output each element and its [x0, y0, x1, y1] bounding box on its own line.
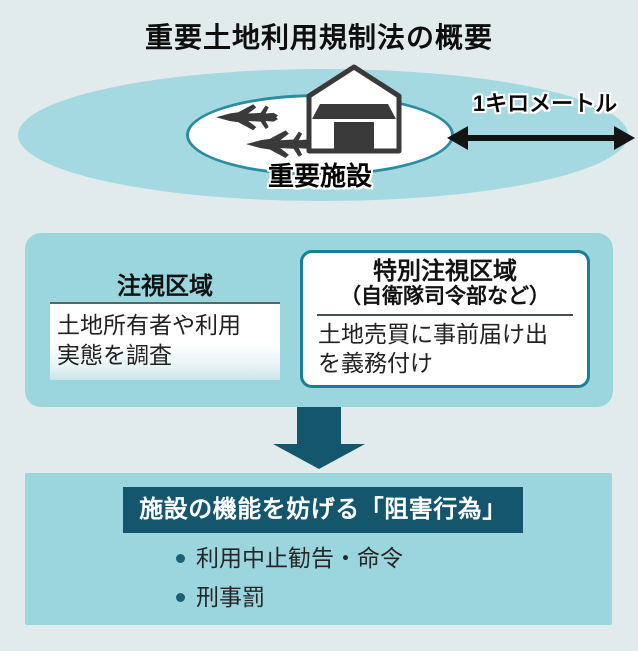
watch-zone-description-line: 実態を調査	[57, 342, 172, 368]
facility-ellipse	[186, 94, 454, 176]
down-arrow-shaft	[297, 407, 341, 445]
bullet-icon	[176, 553, 185, 563]
obstruction-panel: 施設の機能を妨げる「阻害行為」 利用中止勧告・命令 刑事罰	[25, 473, 612, 625]
special-watch-zone-description-line: 土地売買に事前届け出	[318, 321, 548, 347]
special-watch-zone-description: 土地売買に事前届け出 を義務付け	[303, 320, 587, 378]
facility-label: 重要施設	[267, 161, 372, 191]
distance-label: 1キロメートル	[472, 91, 618, 116]
list-item: 刑事罰	[176, 584, 265, 610]
bullet-icon	[176, 592, 185, 602]
list-item: 利用中止勧告・命令	[176, 545, 403, 571]
special-watch-zone-subheading: （自衛隊司令部など）	[340, 285, 550, 308]
divider	[317, 314, 573, 316]
fighter-jet-icon	[216, 104, 278, 131]
watch-zone-description-line: 土地所有者や利用	[57, 312, 241, 338]
obstruction-heading: 施設の機能を妨げる「阻害行為」	[123, 487, 523, 533]
fighter-jet-icon	[246, 130, 312, 159]
watch-zone-heading: 注視区域	[117, 273, 213, 300]
hangar-icon	[306, 64, 402, 154]
distance-arrow-icon	[447, 126, 635, 150]
list-item-label: 刑事罰	[196, 584, 265, 610]
special-watch-zone-card: 特別注視区域 （自衛隊司令部など） 土地売買に事前届け出 を義務付け	[300, 250, 590, 388]
list-item-label: 利用中止勧告・命令	[196, 545, 403, 571]
down-arrow-head	[273, 444, 365, 469]
special-watch-zone-heading: 特別注視区域	[373, 258, 517, 285]
zones-panel: 注視区域 土地所有者や利用 実態を調査 特別注視区域 （自衛隊司令部など） 土地…	[25, 233, 613, 407]
page-title: 重要土地利用規制法の概要	[144, 22, 493, 53]
special-watch-zone-description-line: を義務付け	[318, 350, 433, 376]
watch-zone-description-box: 土地所有者や利用 実態を調査	[50, 302, 280, 380]
